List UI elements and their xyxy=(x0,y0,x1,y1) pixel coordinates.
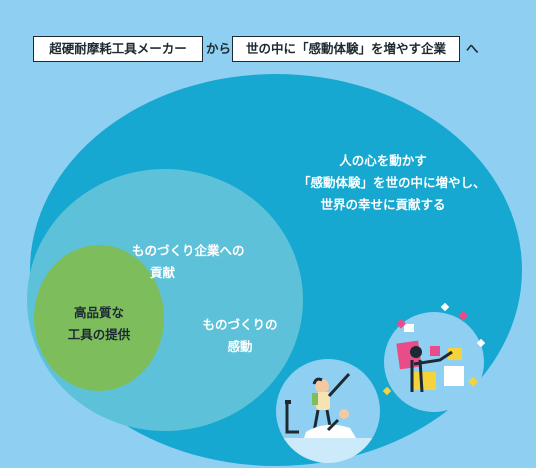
inner-line1: 高品質な xyxy=(73,305,124,320)
outer-line1: 人の心を動かす xyxy=(339,153,427,168)
people-with-screens-illustration xyxy=(384,312,484,412)
heading-box-to: 世の中に「感動体験」を増やす企業 xyxy=(232,36,460,62)
heading-box-from: 超硬耐摩耗工具メーカー xyxy=(33,36,203,62)
middle-line2: 貢献 xyxy=(150,265,176,280)
inner-line2: 工具の提供 xyxy=(67,327,131,342)
heading-text-from: から xyxy=(206,41,232,56)
outer-line2: 「感動体験」を世の中に増やし、 xyxy=(298,175,486,190)
decorative-diamonds xyxy=(382,302,486,396)
middle-line1: ものづくり企業への xyxy=(132,243,245,258)
heading-text-to: へ xyxy=(466,41,479,56)
heading: 超硬耐摩耗工具メーカー から 世の中に「感動体験」を増やす企業 へ xyxy=(0,36,536,64)
outer-ellipse-label: 人の心を動かす 「感動体験」を世の中に増やし、 世界の幸せに貢献する xyxy=(298,150,486,216)
inner-circle-label: 高品質な 工具の提供 xyxy=(54,302,144,346)
outer-line3: 世界の幸せに貢献する xyxy=(320,197,446,212)
middle-inner-line1: ものづくりの xyxy=(202,317,278,332)
middle-inner-label: ものづくりの 感動 xyxy=(190,314,290,358)
inner-circle xyxy=(34,245,164,391)
middle-inner-line2: 感動 xyxy=(227,339,253,354)
middle-ellipse-label: ものづくり企業への 貢献 xyxy=(132,240,282,284)
